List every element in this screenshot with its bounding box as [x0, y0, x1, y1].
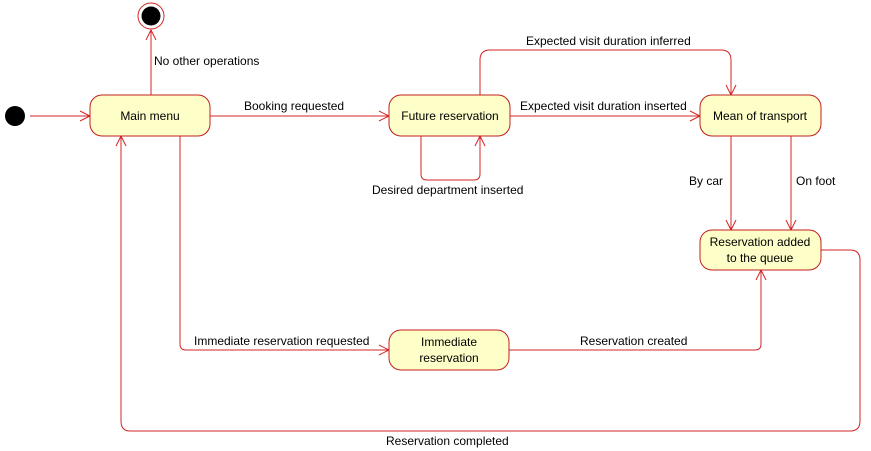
label-immediate-requested: Immediate reservation requested [194, 334, 369, 348]
label-desired-department: Desired department inserted [372, 183, 523, 197]
state-reservation-added-label-line1: Reservation added [710, 235, 811, 249]
label-booking-requested: Booking requested [244, 99, 344, 113]
edge-transport-to-queue-by-car [725, 136, 737, 232]
label-expected-inserted: Expected visit duration inserted [520, 99, 687, 113]
label-reservation-created: Reservation created [580, 334, 687, 348]
label-expected-inferred: Expected visit duration inferred [526, 34, 691, 48]
final-state [137, 2, 165, 30]
state-reservation-added-to-queue[interactable]: Reservation added to the queue [699, 229, 822, 271]
state-immediate-label-line2: reservation [419, 351, 478, 365]
edge-future-self-loop [420, 134, 486, 181]
label-no-other-operations: No other operations [154, 54, 259, 68]
edge-transport-to-queue-on-foot [785, 136, 797, 232]
state-main-menu[interactable]: Main menu [89, 94, 211, 137]
edge-queue-to-main-menu [115, 134, 861, 432]
state-immediate-reservation[interactable]: Immediate reservation [388, 329, 510, 371]
label-by-car: By car [689, 174, 723, 188]
label-on-foot: On foot [796, 174, 836, 188]
state-mean-of-transport[interactable]: Mean of transport [699, 94, 822, 137]
state-immediate-label-line1: Immediate [421, 335, 477, 349]
state-mean-of-transport-label: Mean of transport [713, 109, 808, 123]
edge-main-menu-to-final [145, 28, 157, 95]
edge-initial-to-main-menu [30, 110, 92, 122]
state-future-reservation-label: Future reservation [401, 109, 498, 123]
state-main-menu-label: Main menu [120, 109, 179, 123]
label-reservation-completed: Reservation completed [386, 434, 509, 448]
initial-state [5, 106, 25, 126]
edge-future-to-transport-inferred [479, 49, 737, 97]
state-future-reservation[interactable]: Future reservation [388, 94, 511, 137]
edge-main-menu-to-immediate [179, 136, 391, 356]
state-reservation-added-label-line2: to the queue [727, 251, 794, 265]
